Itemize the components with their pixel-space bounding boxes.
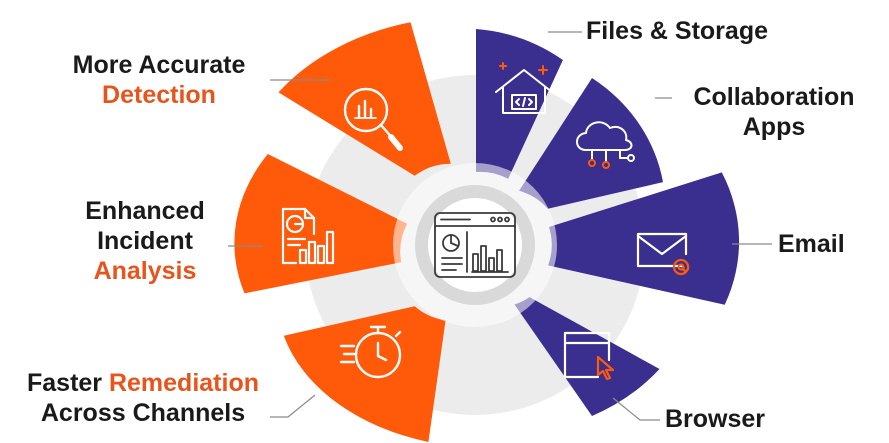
sector-files-storage[interactable] xyxy=(476,29,563,179)
sector-collaboration[interactable] xyxy=(519,78,663,209)
label-text: Email xyxy=(778,230,845,258)
label-text: Enhanced xyxy=(85,197,205,225)
center-hub xyxy=(393,163,557,327)
connector-lines xyxy=(228,31,772,421)
label-collaboration-apps: Collaboration Apps xyxy=(676,82,872,142)
sector-remediation[interactable] xyxy=(283,306,446,442)
label-text: Files & Storage xyxy=(586,17,768,45)
stopwatch-icon xyxy=(339,325,402,379)
label-email: Email xyxy=(778,229,845,259)
sector-browser[interactable] xyxy=(514,297,660,416)
label-text: Browser xyxy=(665,405,766,433)
label-text: More Accurate xyxy=(72,51,246,79)
label-enhanced-incident-analysis: Enhanced Incident Analysis xyxy=(60,196,230,286)
label-text: Apps xyxy=(742,113,806,141)
label-text: Across Channels xyxy=(40,399,246,427)
label-more-accurate-detection: More Accurate Detection xyxy=(54,50,264,110)
label-text: Incident xyxy=(97,227,193,255)
browser-icon xyxy=(563,331,615,381)
dashboard-icon xyxy=(434,212,516,278)
report-chart-icon xyxy=(281,207,335,265)
label-accent-text: Analysis xyxy=(93,257,197,285)
sector-analysis[interactable] xyxy=(234,154,408,294)
label-text: Collaboration xyxy=(693,83,855,111)
email-icon xyxy=(636,232,690,276)
label-text: Faster xyxy=(26,369,109,397)
sector-email[interactable] xyxy=(548,172,740,305)
code-house-icon xyxy=(495,62,553,114)
label-browser: Browser xyxy=(665,404,765,434)
cloud-network-icon xyxy=(576,121,635,169)
label-files-storage: Files & Storage xyxy=(586,16,768,46)
label-accent-text: Remediation xyxy=(108,369,259,397)
sector-detection[interactable] xyxy=(278,22,451,176)
label-faster-remediation: Faster Remediation Across Channels xyxy=(6,368,280,428)
magnifier-chart-icon xyxy=(343,87,403,151)
label-accent-text: Detection xyxy=(102,81,216,109)
